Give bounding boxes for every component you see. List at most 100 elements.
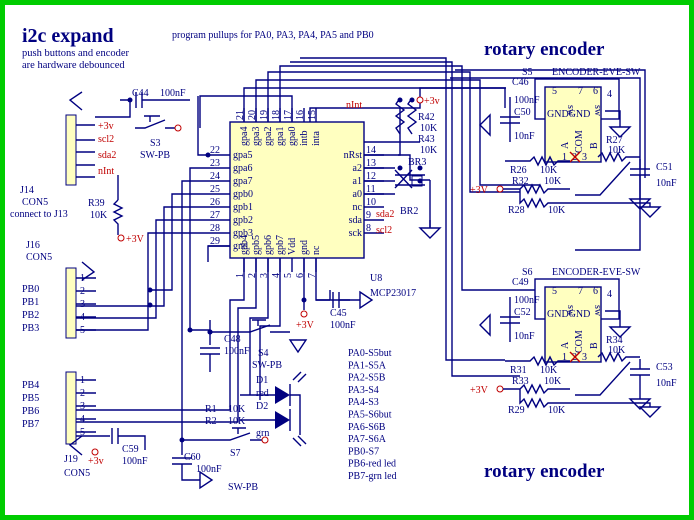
- pin-map-line: PA4-S3: [348, 397, 379, 408]
- c45: +3V C45 100nF: [296, 290, 374, 331]
- ground-symbol: [580, 402, 662, 418]
- res-value: 10K: [548, 205, 566, 216]
- ic-pin-name: gpa7: [233, 176, 252, 187]
- ic-pin-name: gnd: [233, 241, 248, 252]
- c48-s4: C48 100nF S4 SW-PB: [200, 319, 308, 372]
- d1-color: red: [256, 388, 269, 399]
- encoder-pin-name: A: [560, 141, 571, 149]
- s3-ref: S3: [150, 138, 161, 149]
- encoder-body: [544, 286, 602, 363]
- ic-pin-name: gpb4: [239, 235, 250, 255]
- j16-pin-label: PB2: [22, 310, 39, 321]
- supply-label: +3V: [470, 385, 489, 396]
- encoder-resistor: [505, 155, 570, 167]
- ic-pin-number: 18: [271, 110, 282, 120]
- pin-map-line: PA5-S6but: [348, 410, 392, 421]
- ic-pin-number: 14: [366, 145, 376, 156]
- encoder-pin: 1: [562, 352, 567, 363]
- r2-value: 10K: [228, 416, 246, 427]
- res-ref: R31: [510, 365, 527, 376]
- junction-dot: [301, 297, 307, 303]
- j14-scl2: scl2: [98, 134, 114, 145]
- j19-pin-number: 4: [80, 414, 85, 425]
- cap-ref: C53: [656, 362, 673, 373]
- ic-pin-name: a0: [353, 189, 362, 200]
- j16-pin-number: 3: [80, 299, 85, 310]
- connector-j14: +3v scl2 sda2 nInt J14 CON5 connect to J…: [10, 91, 145, 245]
- junction-dot: [397, 165, 403, 171]
- encoder-resistor: [505, 355, 570, 367]
- ic-pin-number: 20: [247, 110, 258, 120]
- encoder-pin-name: sw: [565, 305, 576, 317]
- ic-pin-name: nc: [353, 202, 363, 213]
- ic-pin-name: gpa2: [263, 127, 274, 146]
- ic-pin-name: gpb5: [251, 235, 262, 255]
- j14-note: connect to J13: [10, 209, 68, 220]
- ic-pin-number: 27: [210, 210, 220, 221]
- encoder-pin: 7: [578, 86, 583, 97]
- r42-r43: +3v R42 10K R43 10K: [394, 96, 440, 156]
- cap-value: 100nF: [514, 95, 540, 106]
- j14-sda2: sda2: [98, 150, 116, 161]
- res-ref: R26: [510, 165, 527, 176]
- ic-pin-name: gnd: [299, 240, 310, 255]
- pin-map-line: PA1-S5A: [348, 360, 387, 371]
- j14-supply: +3v: [98, 121, 114, 132]
- encoder-pin-name: sw: [565, 105, 576, 117]
- ic-pin-name: gpa4: [239, 127, 250, 146]
- ic-pin-number: 22: [210, 145, 220, 156]
- ic-pin-number: 28: [210, 223, 220, 234]
- ic-pin-number: 21: [235, 110, 246, 120]
- leds: D1 red D2 grn R1 10K R2 10K: [205, 371, 307, 447]
- d2-ref: D2: [256, 401, 268, 412]
- encoder-cap: [500, 297, 520, 342]
- d1-ref: D1: [256, 375, 268, 386]
- res-value: 10K: [544, 376, 562, 387]
- res-ref: R29: [508, 405, 525, 416]
- c60-s7: C60 100nF S7 SW-PB: [172, 427, 269, 493]
- j14-nint: nInt: [98, 166, 114, 177]
- ground-symbol: [479, 313, 491, 337]
- ic-pin-name: nc: [311, 245, 322, 255]
- encoder-cap: [628, 359, 652, 410]
- encoder-pin: 7: [578, 286, 583, 297]
- encoder-pin: 6: [593, 286, 598, 297]
- junction-dot: [207, 329, 213, 335]
- ic-pin-number: 17: [283, 110, 294, 120]
- encoder-pin-name: GNDGND: [547, 109, 590, 120]
- s4-ref: S4: [258, 348, 269, 359]
- d2-color: grn: [256, 428, 269, 439]
- ic-pin-name: gpa0: [287, 127, 298, 146]
- encoder-pin-name: COM: [574, 330, 585, 353]
- cap-ref: C50: [514, 107, 531, 118]
- ic-pin-number: 3: [259, 273, 270, 278]
- cap-ref: C49: [512, 277, 529, 288]
- c48-ref: C48: [224, 334, 241, 345]
- ic-pin-name: gpb6: [263, 235, 274, 255]
- encoder-ref: S5: [522, 67, 533, 78]
- c45-ref: C45: [330, 308, 347, 319]
- ic-pin-number: 4: [271, 273, 282, 278]
- encoder-pin-name: sw: [592, 105, 603, 117]
- ic-pin-number: 16: [295, 110, 306, 120]
- s4-part: SW-PB: [252, 360, 282, 371]
- encoder-part: ENCODER-EVE-SW: [552, 67, 641, 78]
- encoder-cap: [500, 97, 520, 142]
- r39-supply: +3V: [126, 234, 145, 245]
- c45-supply: +3V: [296, 320, 315, 331]
- r42-supply: +3v: [424, 96, 440, 107]
- ic-pin-name: gpb0: [233, 189, 253, 200]
- j16-pin-number: 2: [80, 286, 85, 297]
- res-value: 10K: [608, 345, 626, 356]
- ground-symbol: [580, 202, 662, 218]
- ic-pin-name: gpb1: [233, 202, 253, 213]
- ic-pin-number: 23: [210, 158, 220, 169]
- ic-pin-name: gpa6: [233, 163, 252, 174]
- encoder-wire: [575, 161, 631, 196]
- ic-pin-name: intb: [299, 130, 310, 146]
- net-sda2-ic: sda2: [376, 209, 394, 220]
- res-ref: R34: [606, 335, 623, 346]
